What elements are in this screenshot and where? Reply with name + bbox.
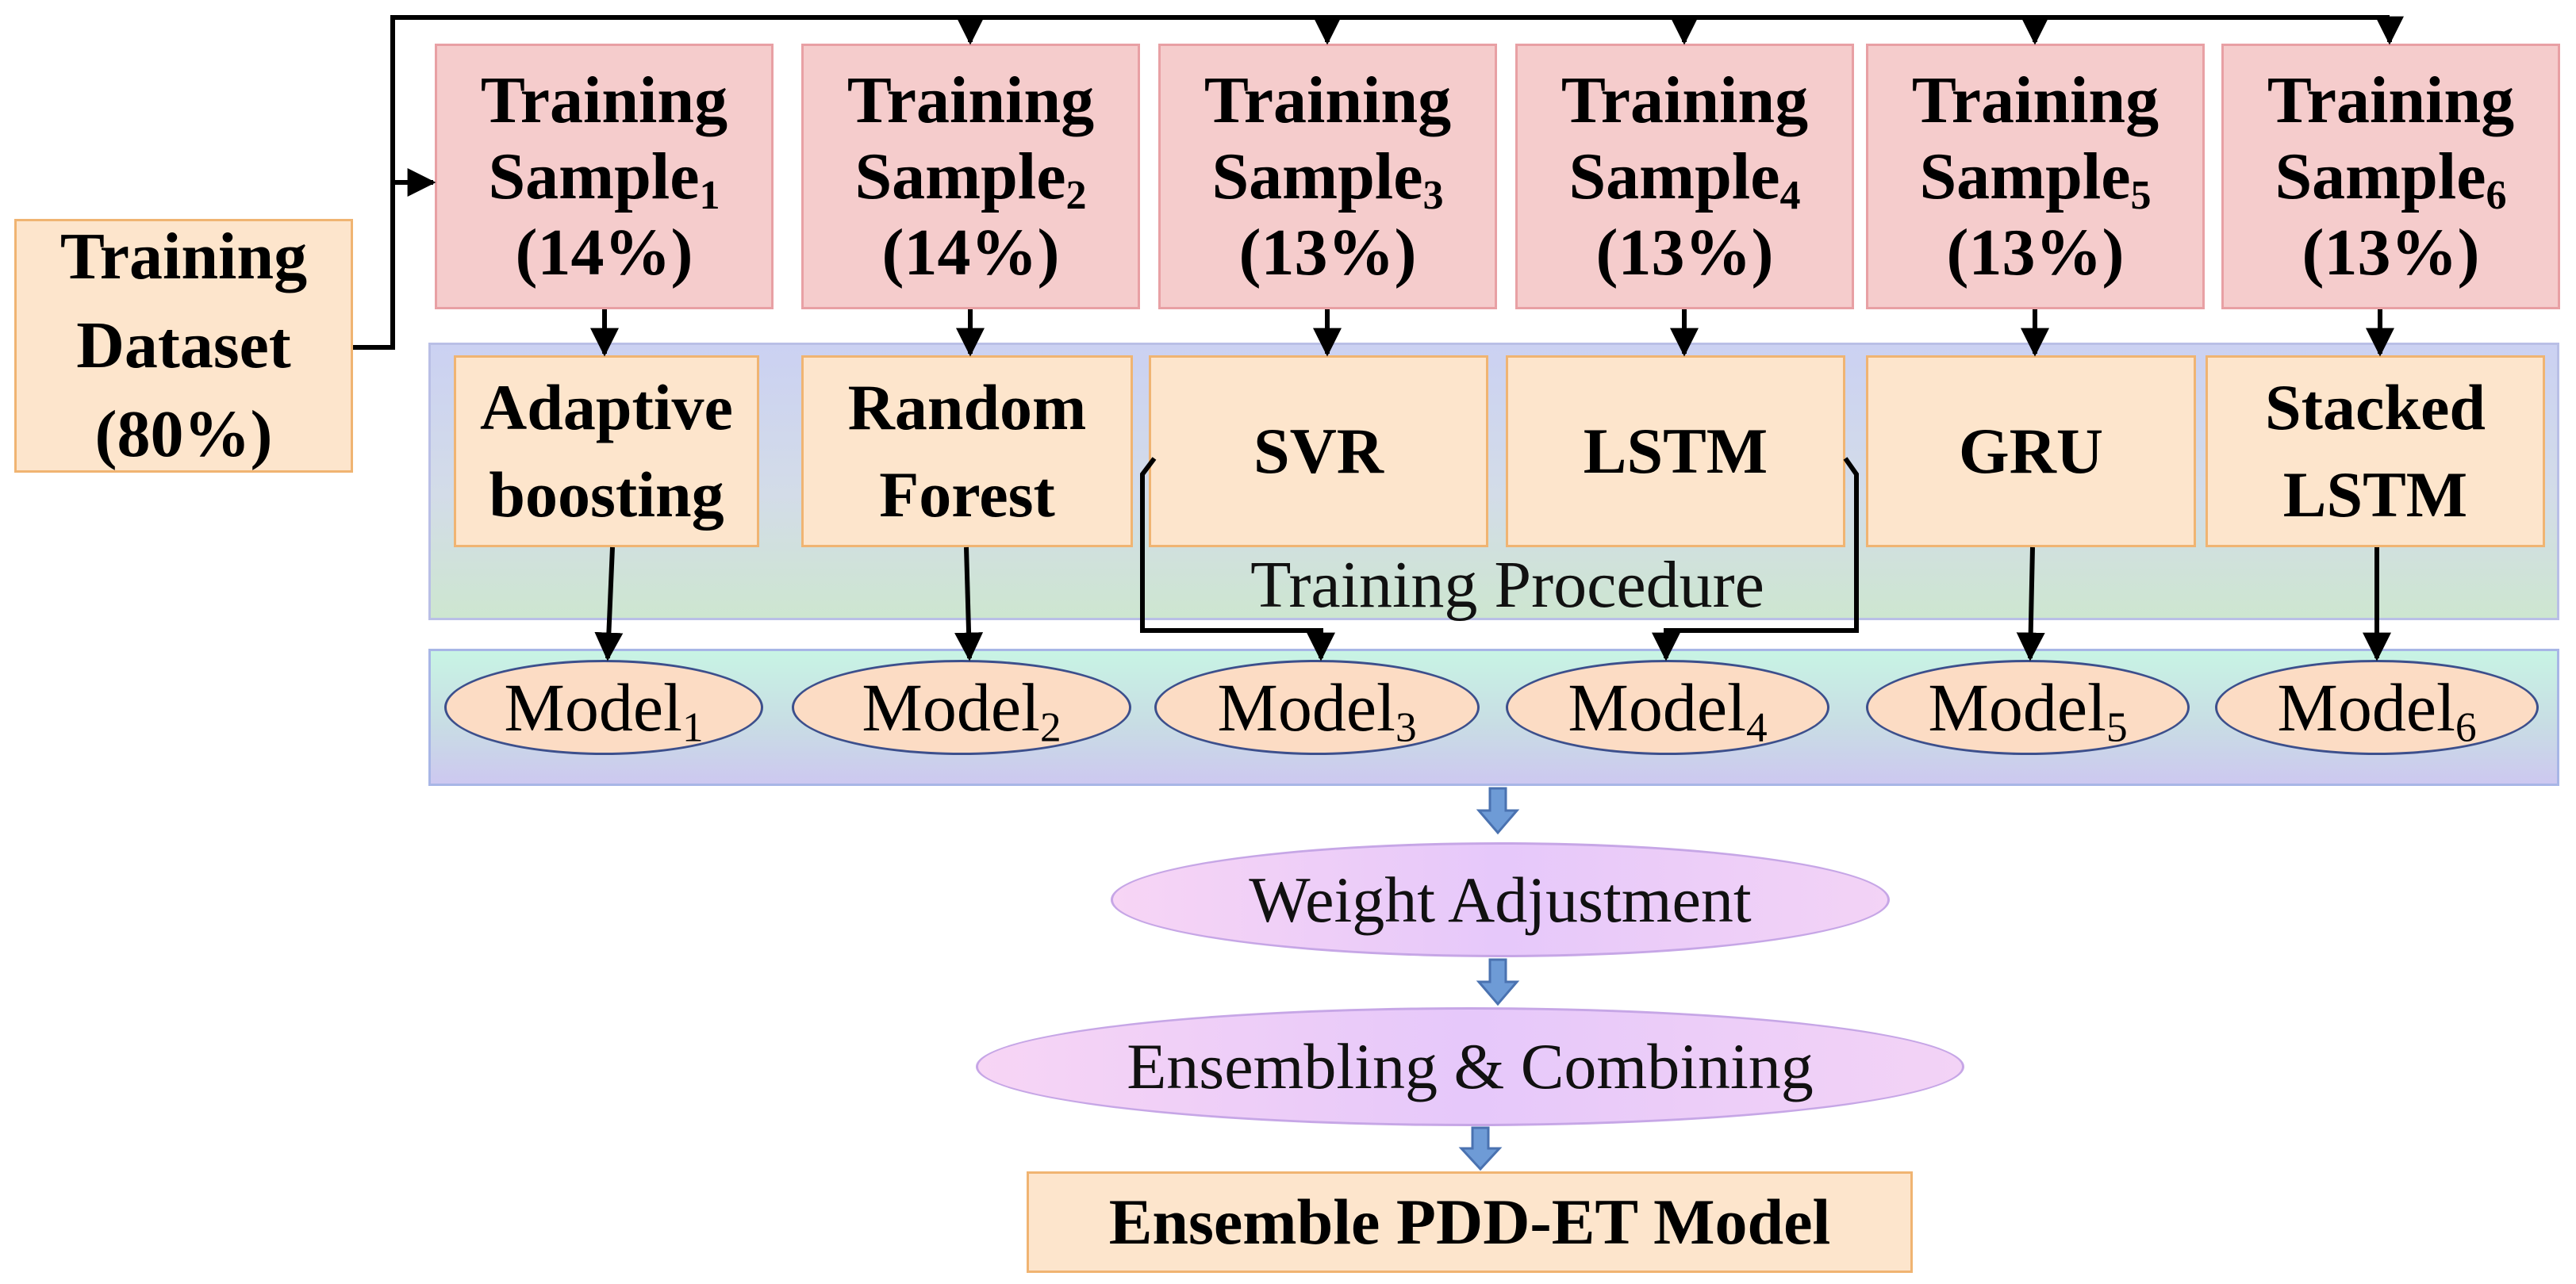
- sample-percent: (13%): [2302, 215, 2480, 289]
- sample-title: Training: [1561, 63, 1809, 137]
- model-label: Model: [1568, 669, 1746, 745]
- sample-label: Sample: [854, 139, 1066, 213]
- arrow-algo1-model: [594, 546, 624, 661]
- model-index: 6: [2455, 703, 2477, 751]
- sample-label: Sample: [1211, 139, 1423, 213]
- algorithm-stacked-lstm: Stacked LSTM: [2206, 355, 2545, 547]
- model-index: 5: [2106, 703, 2128, 751]
- algorithm-line2: LSTM: [2282, 458, 2468, 531]
- blue-arrow-2: [1476, 958, 1520, 1006]
- sample-title: Training: [1204, 63, 1452, 137]
- model-label: Model: [1217, 669, 1395, 745]
- sample-index: 4: [1779, 172, 1801, 218]
- sample-index: 6: [2486, 172, 2507, 218]
- sample-percent: (14%): [515, 215, 693, 289]
- training-dataset-line1: Training: [60, 220, 308, 293]
- model-1: Model1: [444, 660, 763, 755]
- algorithm-line1: GRU: [1958, 415, 2104, 487]
- ensembling-label: Ensembling & Combining: [1127, 1030, 1814, 1102]
- model-label: Model: [862, 669, 1040, 745]
- model-index: 3: [1395, 703, 1417, 751]
- sample-title: Training: [480, 63, 728, 137]
- algorithm-adaptive-boosting: Adaptive boosting: [454, 355, 759, 547]
- training-procedure-label: Training Procedure: [1250, 548, 1764, 622]
- model-index: 4: [1745, 703, 1768, 751]
- training-sample-1: Training Sample1 (14%): [435, 44, 774, 309]
- arrow-algo2-model: [954, 546, 984, 661]
- arrow-gru-model: [2016, 546, 2045, 661]
- model-label: Model: [504, 669, 682, 745]
- algorithm-line2: Forest: [879, 458, 1055, 531]
- sample-index: 3: [1422, 172, 1444, 218]
- sample-index: 5: [2130, 172, 2152, 218]
- model-6: Model6: [2215, 660, 2539, 755]
- model-index: 1: [681, 703, 704, 751]
- final-model-label: Ensemble PDD-ET Model: [1108, 1186, 1831, 1258]
- algorithm-svr: SVR: [1149, 355, 1488, 547]
- sample-label: Sample: [2275, 139, 2486, 213]
- training-dataset-line2: Dataset: [76, 309, 291, 382]
- algorithm-line1: LSTM: [1583, 415, 1768, 487]
- sample-label: Sample: [1919, 139, 2131, 213]
- sample-percent: (13%): [1238, 215, 1417, 289]
- ensembling-ellipse: Ensembling & Combining: [976, 1007, 1964, 1126]
- blue-arrow-1: [1476, 787, 1520, 835]
- weight-adjustment-label: Weight Adjustment: [1249, 863, 1752, 936]
- model-index: 2: [1039, 703, 1061, 751]
- algorithm-line2: boosting: [489, 458, 724, 531]
- sample-title: Training: [847, 63, 1095, 137]
- models-panel: [428, 649, 2559, 786]
- training-sample-5: Training Sample5 (13%): [1866, 44, 2205, 309]
- final-model-box: Ensemble PDD-ET Model: [1027, 1171, 1913, 1273]
- model-label: Model: [2277, 669, 2455, 745]
- sample-title: Training: [2267, 63, 2515, 137]
- model-label: Model: [1928, 669, 2106, 745]
- sample-label: Sample: [488, 139, 700, 213]
- algorithm-lstm: LSTM: [1506, 355, 1845, 547]
- model-4: Model4: [1506, 660, 1829, 755]
- sample-percent: (13%): [1946, 215, 2125, 289]
- algorithm-line1: Stacked: [2265, 371, 2486, 443]
- algorithm-line1: SVR: [1253, 415, 1384, 487]
- algorithm-random-forest: Random Forest: [801, 355, 1133, 547]
- algorithm-line1: Adaptive: [480, 371, 733, 443]
- arrow-svr-model: [1140, 457, 1335, 661]
- sample-title: Training: [1911, 63, 2159, 137]
- weight-adjustment-ellipse: Weight Adjustment: [1111, 842, 1890, 957]
- model-2: Model2: [792, 660, 1131, 755]
- training-sample-2: Training Sample2 (14%): [801, 44, 1140, 309]
- sample-index: 2: [1065, 172, 1087, 218]
- training-sample-6: Training Sample6 (13%): [2221, 44, 2560, 309]
- training-procedure-panel: [428, 343, 2559, 620]
- dataset-out-line: [353, 15, 2390, 350]
- model-3: Model3: [1154, 660, 1480, 755]
- sample-percent: (13%): [1595, 215, 1774, 289]
- sample-index: 1: [699, 172, 720, 218]
- arrow-lstm-model: [1652, 457, 1859, 661]
- training-dataset-line3: (80%): [94, 397, 273, 471]
- sample-percent: (14%): [881, 215, 1060, 289]
- training-dataset-box: Training Dataset (80%): [14, 219, 353, 473]
- sample-label: Sample: [1568, 139, 1780, 213]
- training-sample-3: Training Sample3 (13%): [1158, 44, 1497, 309]
- training-sample-4: Training Sample4 (13%): [1515, 44, 1854, 309]
- algorithm-line1: Random: [847, 371, 1087, 443]
- blue-arrow-3: [1458, 1126, 1503, 1171]
